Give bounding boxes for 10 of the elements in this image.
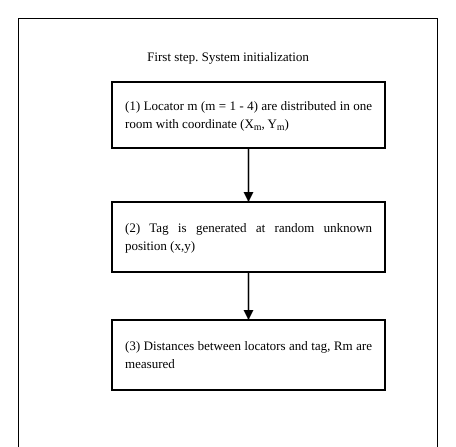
- process-box: [111, 201, 386, 273]
- step-text: (3) Distances between locators and tag, Rm are measured: [125, 337, 372, 373]
- step-text: (1) Locator m (m = 1 - 4) are distributed in one room with coordinate (X$_{m}$, Y$_{m}$): [125, 97, 372, 133]
- arrow: [244, 273, 254, 320]
- heading-text: First step. System initialization: [146, 48, 310, 66]
- arrow: [244, 149, 254, 202]
- process-box: [111, 81, 386, 149]
- process-box: [111, 319, 386, 391]
- frame-box: [18, 18, 438, 447]
- step-text: (2) Tag is generated at random unknown position (x,y): [125, 219, 372, 255]
